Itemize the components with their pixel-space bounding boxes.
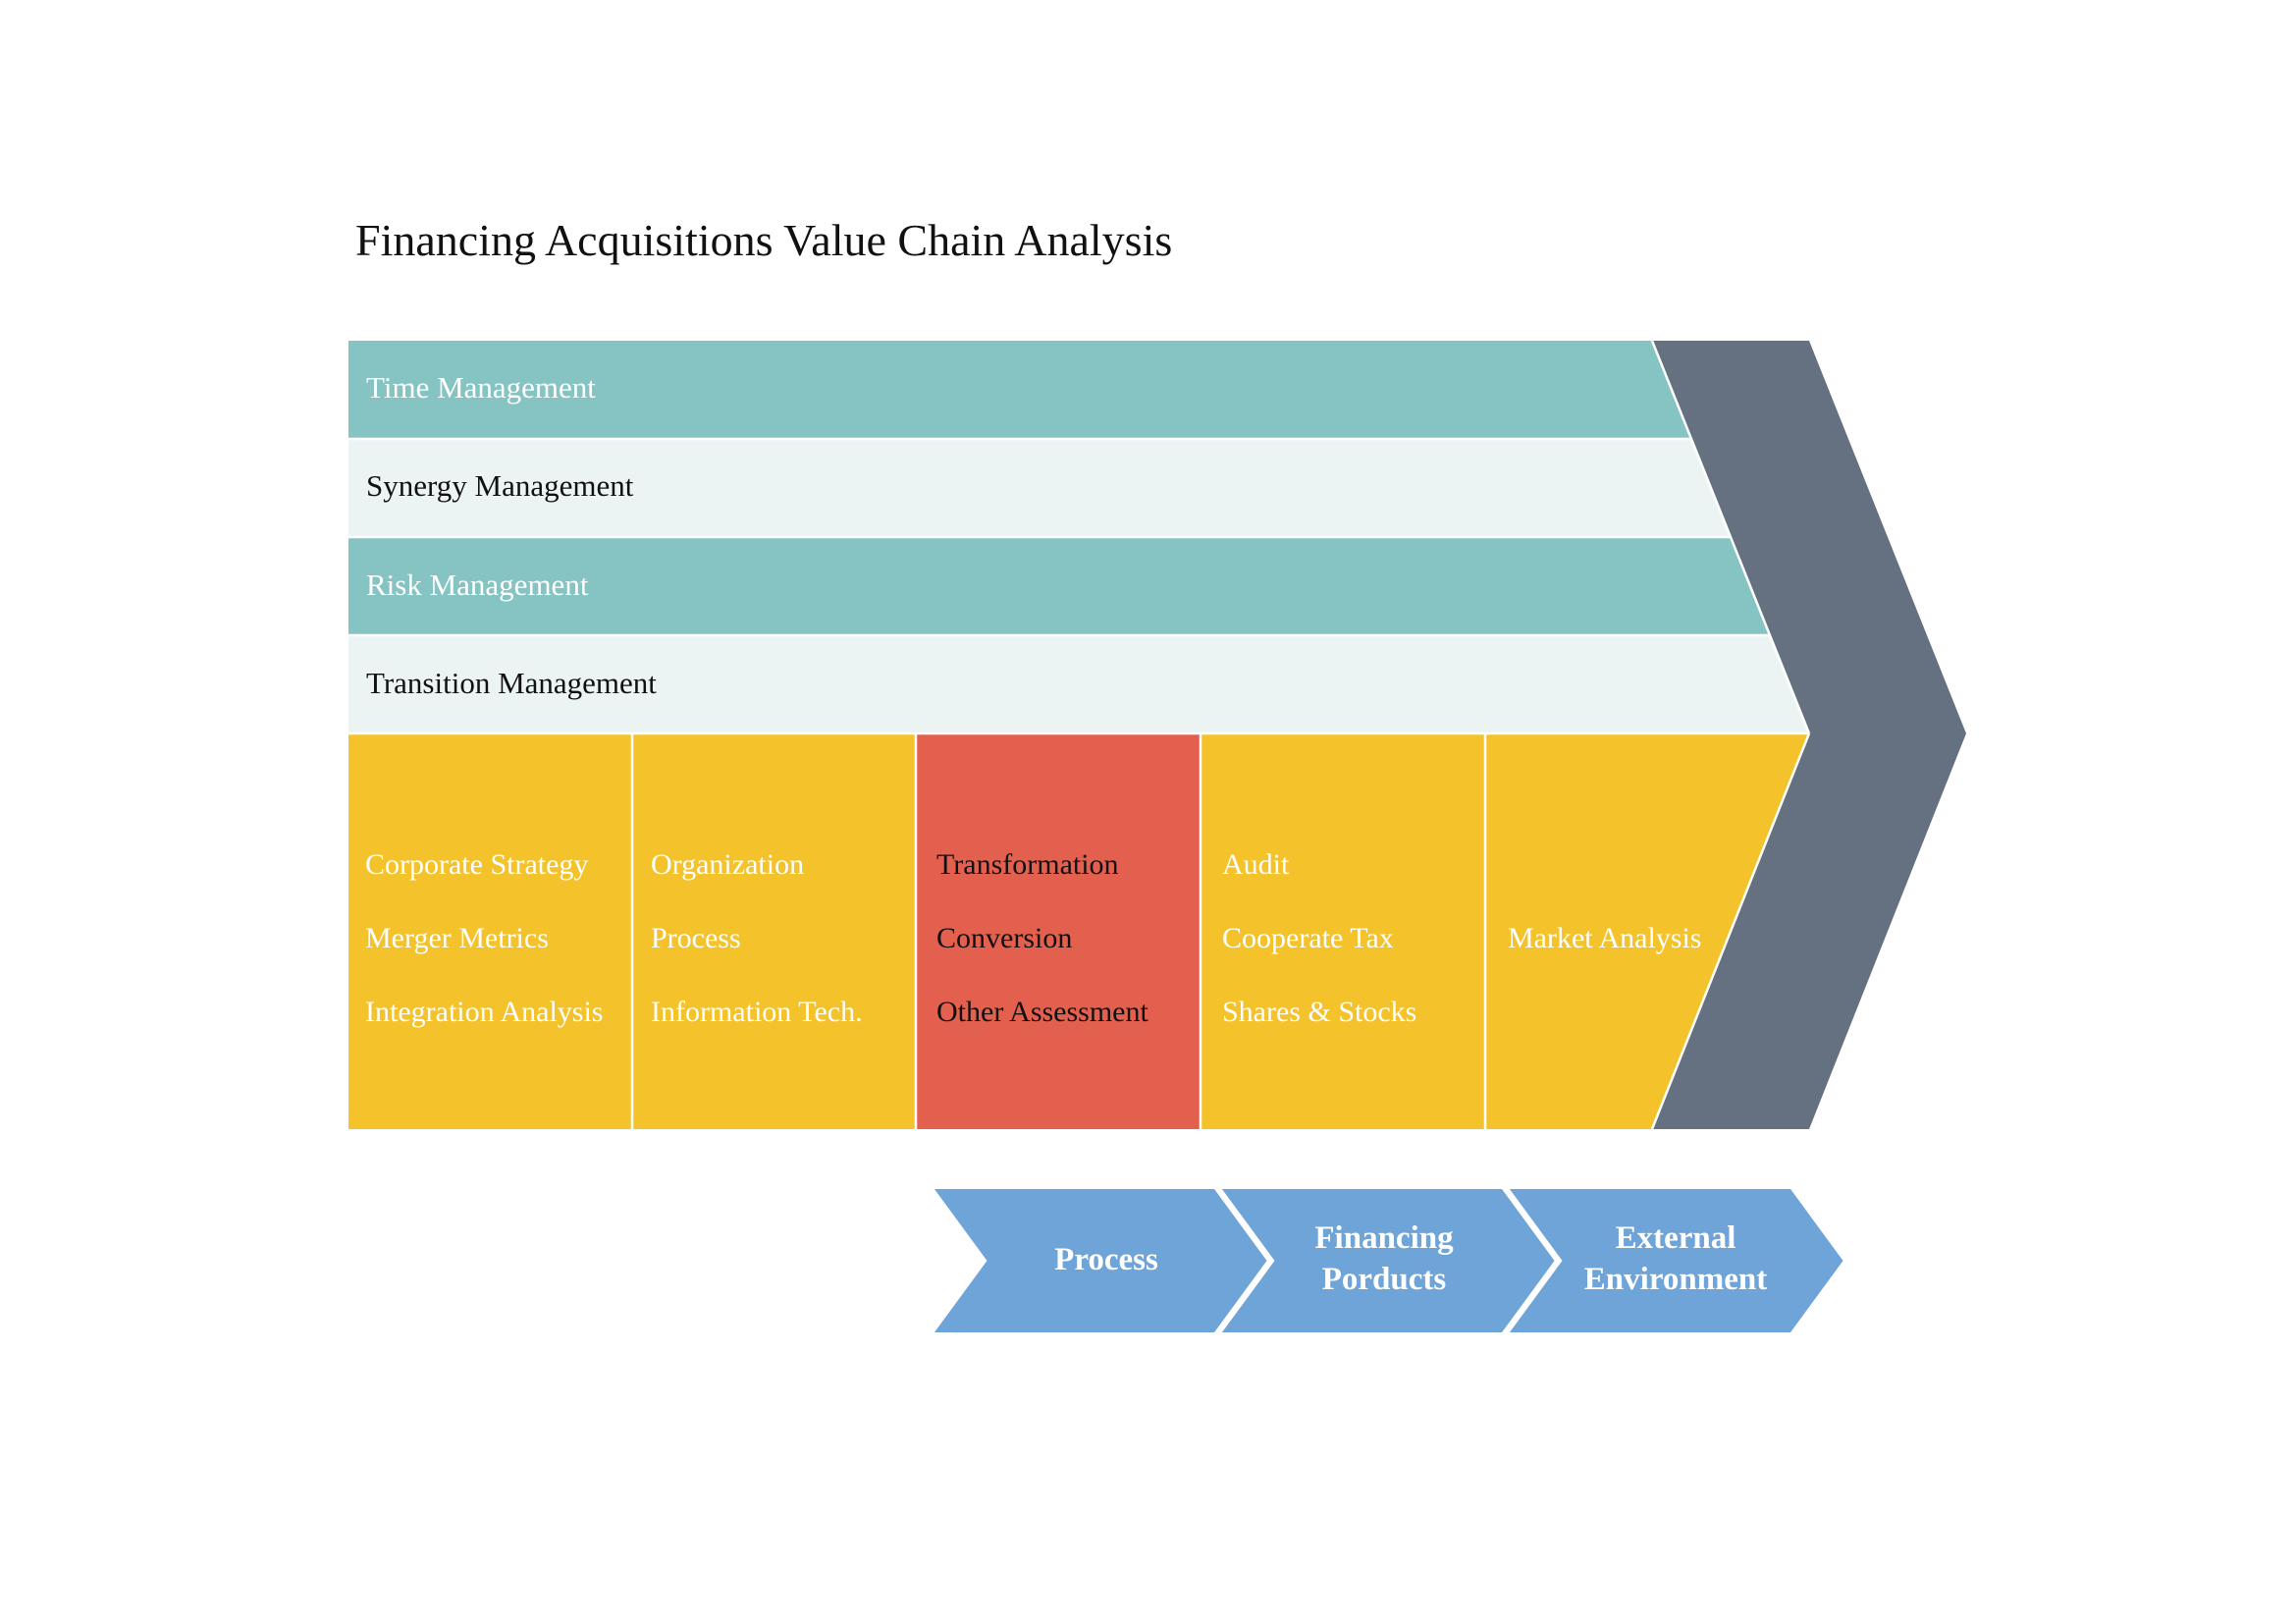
col1-item-integration-analysis: Integration Analysis — [365, 996, 604, 1028]
col5-item-market-analysis: Market Analysis — [1508, 922, 1702, 954]
flow-label-financing-products: Financing Porducts — [1271, 1218, 1497, 1300]
col1-item-corporate-strategy: Corporate Strategy — [365, 848, 589, 881]
support-label-synergy-management: Synergy Management — [366, 468, 634, 503]
support-band-synergy-management — [348, 439, 1731, 537]
support-band-time-management — [348, 341, 1691, 439]
col2-item-information-tech: Information Tech. — [651, 996, 863, 1028]
flow-label-process: Process — [993, 1239, 1219, 1280]
col4-item-shares-stocks: Shares & Stocks — [1222, 996, 1417, 1028]
flow-label-external-line2: Environment — [1583, 1262, 1768, 1297]
flow-arrow-financing-products — [1214, 1185, 1560, 1336]
flow-label-financing-line1: Financing — [1314, 1220, 1454, 1256]
primary-column-3 — [916, 733, 1201, 1129]
page-title: Financing Acquisitions Value Chain Analy… — [355, 215, 1173, 265]
support-label-transition-management: Transition Management — [366, 666, 657, 700]
flow-arrow-external-environment — [1502, 1185, 1848, 1336]
primary-column-2 — [632, 733, 916, 1129]
flow-label-process-line1: Process — [1054, 1242, 1158, 1277]
support-label-time-management: Time Management — [366, 370, 596, 405]
col3-item-other-assessment: Other Assessment — [936, 996, 1148, 1028]
col2-item-organization: Organization — [651, 848, 805, 881]
chevron-edge — [1650, 732, 1811, 1130]
primary-column-5 — [1485, 733, 1809, 1129]
col1-item-merger-metrics: Merger Metrics — [365, 922, 549, 954]
support-band-risk-management — [348, 537, 1770, 635]
flow-label-external-line1: External — [1615, 1220, 1736, 1256]
col3-item-transformation: Transformation — [936, 848, 1119, 881]
flow-label-financing-line2: Porducts — [1321, 1262, 1447, 1297]
separators — [348, 340, 1811, 1130]
support-band-transition-management — [348, 635, 1809, 733]
col3-item-conversion: Conversion — [936, 922, 1073, 954]
primary-column-1 — [348, 733, 632, 1129]
flow-label-external-environment: External Environment — [1563, 1218, 1789, 1300]
chevron-edge — [1650, 340, 1811, 734]
col4-item-cooperate-tax: Cooperate Tax — [1222, 922, 1394, 954]
support-label-risk-management: Risk Management — [366, 568, 589, 602]
col2-item-process: Process — [651, 922, 741, 954]
flow-arrow-process — [927, 1185, 1272, 1336]
primary-column-4 — [1201, 733, 1485, 1129]
col4-item-audit: Audit — [1222, 848, 1290, 881]
